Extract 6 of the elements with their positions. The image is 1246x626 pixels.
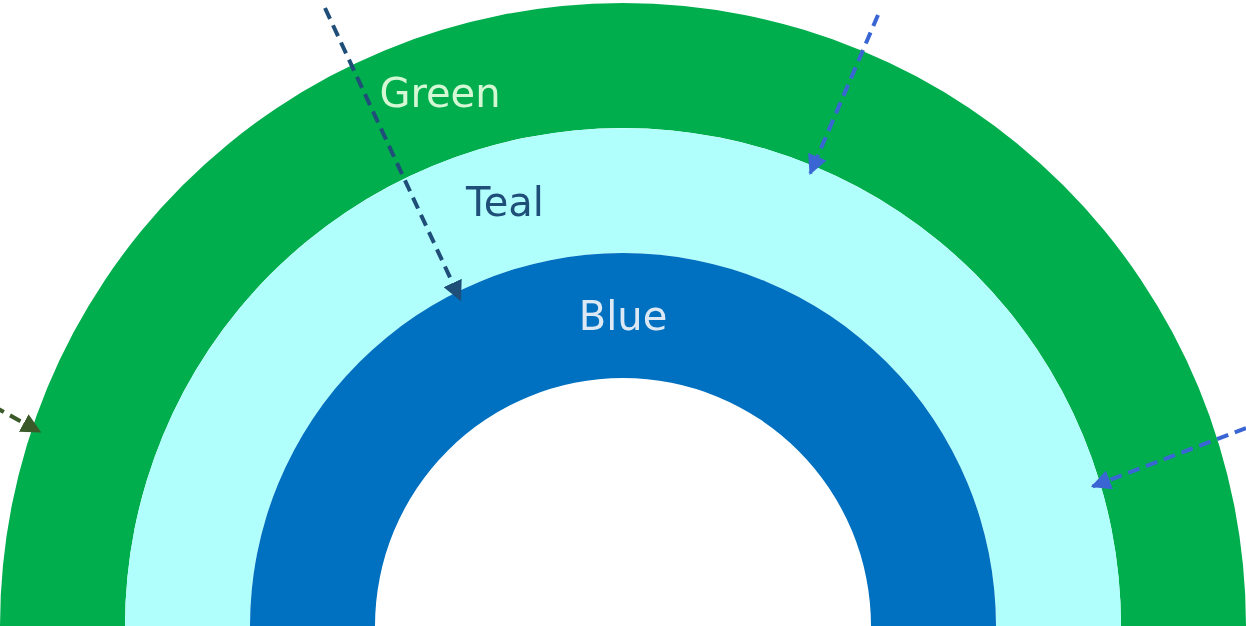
arrow xyxy=(1090,426,1246,490)
band-label: Teal xyxy=(466,182,544,222)
band-label: Blue xyxy=(578,296,668,336)
band-label: Green xyxy=(379,73,501,113)
arrow xyxy=(323,7,462,302)
arrow xyxy=(808,14,880,176)
